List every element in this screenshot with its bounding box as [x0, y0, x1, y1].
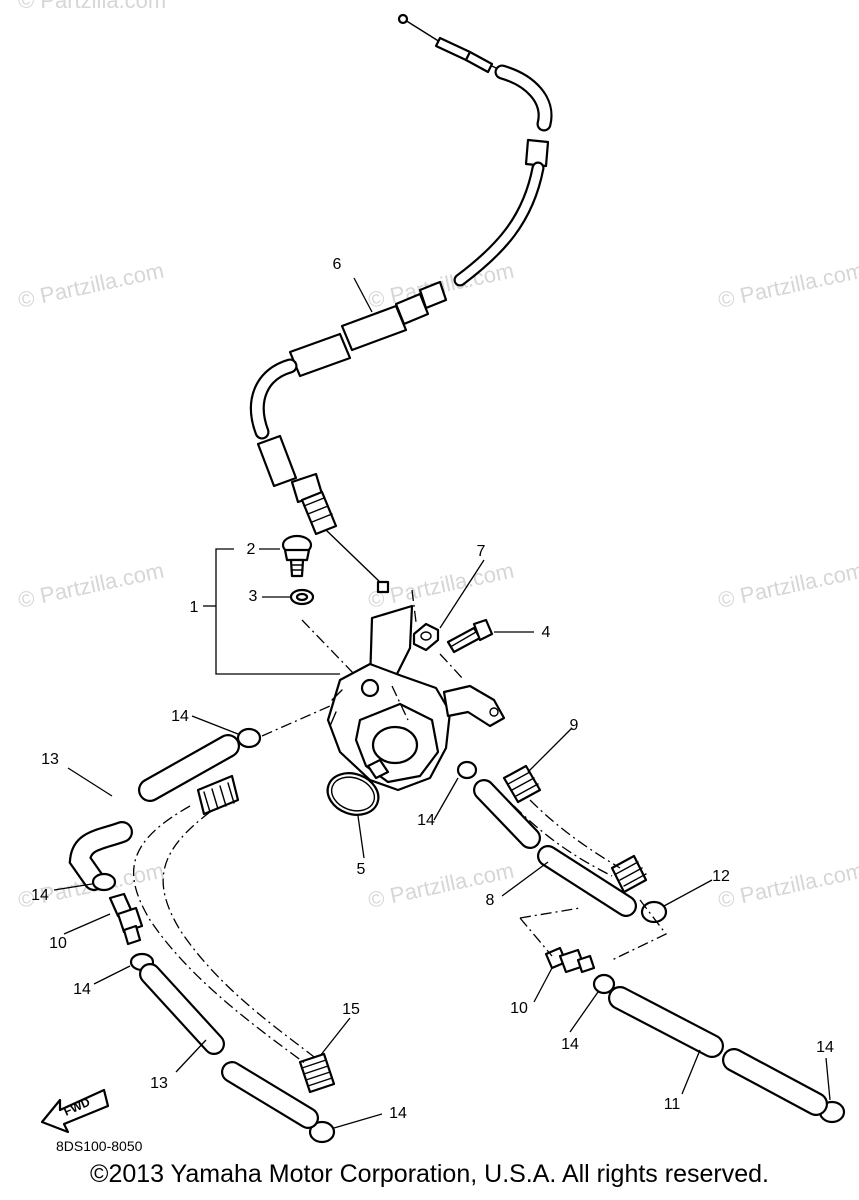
callout-labels: 1 2 3 4 5 6 7 8 9 10 10 11 12 13 13 14 1… [31, 256, 834, 1122]
callout-14-e: 14 [561, 1036, 579, 1053]
callout-12: 12 [712, 868, 730, 885]
o-ring-inner [330, 776, 376, 812]
leader-lines [53, 277, 831, 1129]
watermark-text: © Partzilla.com [716, 558, 859, 613]
bracket-part-1 [215, 548, 340, 675]
spring-upper [196, 774, 240, 816]
bolt-part-4 [446, 618, 494, 654]
callout-3: 3 [249, 588, 258, 605]
watermark-text: © Partzilla.com [18, 0, 166, 13]
callout-1: 1 [190, 599, 199, 616]
oil-pump-assembly [326, 604, 506, 792]
callout-14-g: 14 [389, 1105, 407, 1122]
callout-6: 6 [333, 256, 342, 273]
callout-4: 4 [542, 624, 551, 641]
watermarks: © Partzilla.com © Partzilla.com © Partzi… [16, 0, 859, 913]
bolt-part-2 [281, 534, 313, 578]
callout-14-d: 14 [73, 981, 91, 998]
elbow-hose-part-13-upper [68, 821, 133, 891]
watermark-text: © Partzilla.com [16, 558, 166, 613]
fwd-arrow-icon: FWD [40, 1088, 110, 1134]
hose-upper-left [138, 734, 240, 802]
assembly-lines [261, 589, 668, 961]
spring-part-15 [298, 1052, 336, 1094]
callout-7: 7 [477, 543, 486, 560]
oil-pump-cable [249, 13, 553, 594]
callout-5: 5 [357, 861, 366, 878]
hose-route-left-2 [162, 811, 319, 1061]
callout-9: 9 [570, 717, 579, 734]
hose-part-13-lower [139, 963, 319, 1129]
callout-2: 2 [247, 541, 256, 558]
callout-14-b: 14 [417, 812, 435, 829]
callout-15: 15 [342, 1001, 360, 1018]
callout-13-lower: 13 [150, 1075, 168, 1092]
callout-11: 11 [664, 1096, 681, 1113]
spring-lower-right [610, 854, 648, 894]
callout-14-a: 14 [171, 708, 189, 725]
spring-part-9 [502, 764, 542, 804]
nut-part-7 [412, 622, 440, 652]
callout-10-right: 10 [510, 1000, 528, 1017]
hose-part-8 [473, 779, 637, 917]
watermark-text: © Partzilla.com [16, 258, 166, 313]
callout-14-f: 14 [816, 1039, 834, 1056]
callout-8: 8 [486, 892, 495, 909]
washer-hole [295, 592, 309, 602]
connector-part-10-right [544, 946, 596, 974]
callout-10-left: 10 [49, 935, 67, 952]
watermark-text: © Partzilla.com [716, 858, 859, 913]
o-ring-part-5 [326, 772, 380, 816]
callout-13-upper: 13 [41, 751, 59, 768]
connector-part-10-left [108, 892, 144, 946]
callout-14-c: 14 [31, 887, 49, 904]
hose-route-left [133, 805, 307, 1065]
watermark-text: © Partzilla.com [716, 258, 859, 313]
copyright-notice: ©2013 Yamaha Motor Corporation, U.S.A. A… [90, 1160, 769, 1188]
hose-route-9b [513, 805, 613, 877]
hose-part-11 [608, 986, 828, 1116]
diagram-code: 8DS100-8050 [56, 1138, 143, 1154]
